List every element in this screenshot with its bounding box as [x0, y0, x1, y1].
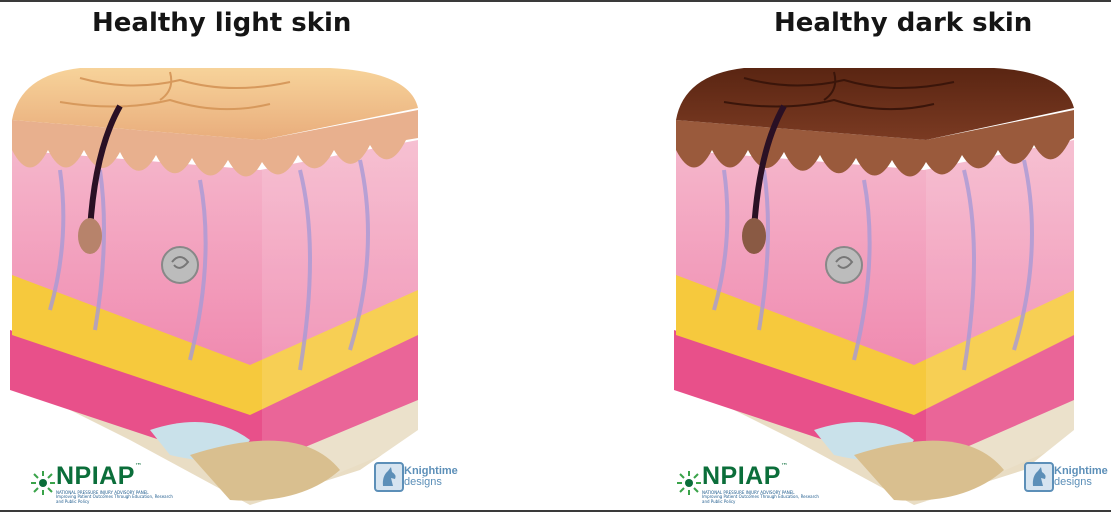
npiap-name: NPIAP	[702, 462, 781, 490]
npiap-tm: ™	[781, 462, 788, 470]
knightime-line2: designs	[1054, 477, 1108, 488]
knightime-logo: Knightime designs	[1024, 462, 1108, 492]
npiap-burst-icon	[30, 470, 56, 496]
knightime-line2: designs	[404, 477, 458, 488]
skin-block	[10, 68, 418, 505]
knight-horse-icon	[374, 462, 404, 492]
skin-cross-section-dark	[556, 0, 1111, 512]
npiap-burst-icon	[676, 470, 702, 496]
npiap-line2: Improving Patient Outcomes Through Educa…	[702, 494, 822, 504]
npiap-line2: Improving Patient Outcomes Through Educa…	[56, 494, 176, 504]
skin-block	[674, 68, 1074, 505]
knightime-logo: Knightime designs	[374, 462, 458, 492]
panel-dark-skin: Healthy dark skin	[556, 0, 1111, 512]
knight-horse-icon	[1024, 462, 1054, 492]
npiap-name: NPIAP	[56, 462, 135, 490]
skin-cross-section-light	[0, 0, 555, 512]
npiap-logo: NPIAP™ NATIONAL PRESSURE INJURY ADVISORY…	[30, 462, 176, 504]
panel-light-skin: Healthy light skin	[0, 0, 555, 512]
npiap-tm: ™	[135, 462, 142, 470]
npiap-logo: NPIAP™ NATIONAL PRESSURE INJURY ADVISORY…	[676, 462, 822, 504]
